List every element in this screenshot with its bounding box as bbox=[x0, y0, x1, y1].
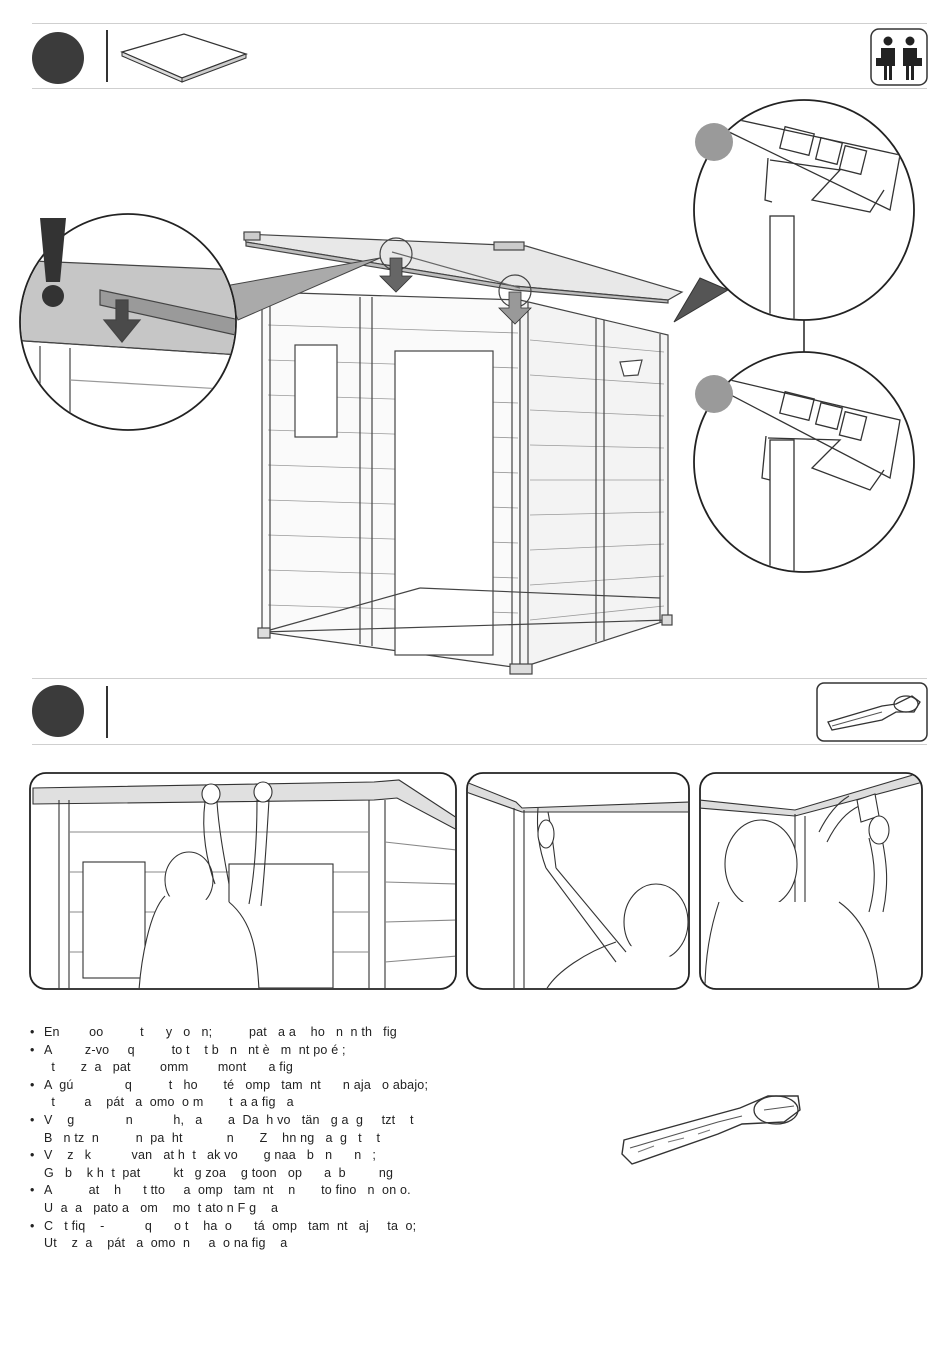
roof-panel-icon bbox=[120, 33, 248, 83]
instruction-item: • A gú q t ho té omp tam nt n aja o abaj… bbox=[30, 1077, 590, 1112]
instruction-list: • En oo t y o n; pat a a ho n n th fig •… bbox=[30, 1024, 590, 1253]
shed-roof-illustration bbox=[19, 99, 915, 675]
bullet: • bbox=[30, 1183, 35, 1198]
step1-top-rule bbox=[32, 23, 927, 24]
instruction-line: C t fiq - q o t ha o tá omp tam nt aj ta… bbox=[44, 1218, 417, 1233]
bullet: • bbox=[30, 1025, 35, 1039]
instruction-line: A at h t tto a omp tam nt n to fino n on… bbox=[44, 1183, 411, 1198]
step2-top-rule bbox=[32, 678, 927, 679]
bullet: • bbox=[30, 1077, 35, 1092]
step2-number-dot bbox=[32, 685, 84, 737]
instruction-item: • A at h t tto a omp tam nt n to fino n … bbox=[30, 1182, 590, 1217]
instruction-line: V g n h, a a Da h vo tän g a g tzt t bbox=[44, 1112, 414, 1127]
instruction-line: Ut z a pát a omo n a o na fig a bbox=[44, 1236, 288, 1251]
instruction-item: • A z-vo q to t t b n nt è m nt po é ; t… bbox=[30, 1042, 590, 1077]
bullet: • bbox=[30, 1112, 35, 1127]
instruction-line: B n tz n n pa ht n Z hn ng a g t t bbox=[44, 1130, 381, 1145]
instruction-item: • C t fiq - q o t ha o tá omp tam nt aj … bbox=[30, 1218, 590, 1253]
exclamation-icon bbox=[40, 218, 66, 307]
pliers-icon bbox=[816, 682, 928, 742]
bullet: • bbox=[30, 1042, 35, 1057]
instruction-line: t a pát a omo o m t a a fig a bbox=[44, 1095, 294, 1110]
panel-pliers-right bbox=[699, 772, 923, 990]
bullet: • bbox=[30, 1218, 35, 1233]
instruction-line: A z-vo q to t t b n nt è m nt po é ; bbox=[44, 1042, 346, 1057]
instruction-item: • V g n h, a a Da h vo tän g a g tzt t B… bbox=[30, 1112, 590, 1147]
step1-number-dot bbox=[32, 32, 84, 84]
step2-separator bbox=[106, 686, 108, 738]
bullet: • bbox=[30, 1148, 35, 1163]
two-people-icon bbox=[870, 28, 928, 86]
instruction-line: U a a pato a om mo t ato n F g a bbox=[44, 1200, 279, 1215]
step1-bottom-rule bbox=[32, 88, 927, 89]
instruction-item: • En oo t y o n; pat a a ho n n th fig bbox=[30, 1024, 590, 1042]
pliers-large-icon bbox=[621, 1095, 801, 1165]
instruction-line: t z a pat omm mont a fig bbox=[44, 1060, 294, 1075]
step1-separator bbox=[106, 30, 108, 82]
instruction-line: A gú q t ho té omp tam nt n aja o abajo; bbox=[44, 1077, 429, 1092]
step2-bottom-rule bbox=[32, 744, 927, 745]
instruction-line: En oo t y o n; pat a a ho n n th fig bbox=[44, 1025, 397, 1039]
instruction-line: V z k van at h t ak vo g naa b n n ; bbox=[44, 1148, 377, 1163]
instruction-line: G b k h t pat kt g zoa g toon op a b ng bbox=[44, 1165, 394, 1180]
panel-pliers-left bbox=[466, 772, 690, 990]
panel-lift-roof bbox=[29, 772, 457, 990]
instruction-item: • V z k van at h t ak vo g naa b n n ; G… bbox=[30, 1147, 590, 1182]
